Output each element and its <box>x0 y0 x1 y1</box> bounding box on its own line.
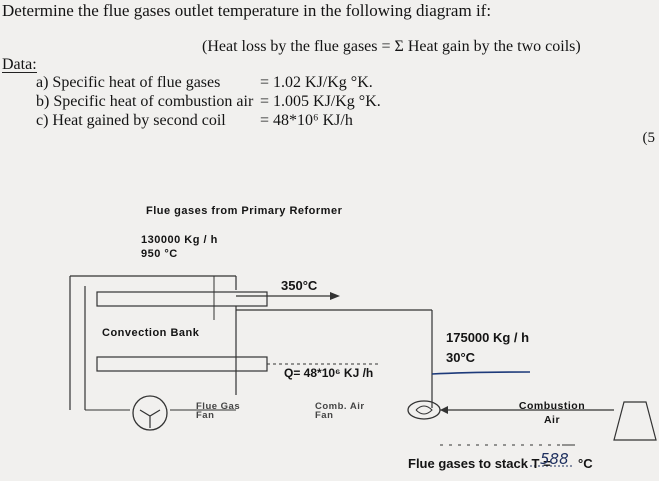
primary-coil <box>96 291 268 307</box>
after-coil-temp-label: 350°C <box>281 278 318 293</box>
question-title: Determine the flue gases outlet temperat… <box>2 1 492 20</box>
hot-outlet-arrowhead <box>330 292 340 300</box>
comb-air-fan-icon <box>407 400 441 420</box>
flue-flow-label: 130000 Kg / h <box>141 234 218 246</box>
marks-label: (5 <box>642 130 656 146</box>
data-item-label: a) Specific heat of flue gases <box>36 74 221 91</box>
air-underline <box>431 371 531 375</box>
stack-label: Flue gases to stack T = <box>408 456 551 471</box>
question-hint: (Heat loss by the flue gases = Σ Heat ga… <box>202 38 581 55</box>
combustion-air-label: Combustion Air <box>518 400 586 426</box>
second-coil-heat-label: Q= 48*10⁶ KJ /h <box>284 366 374 380</box>
flue-source-label: Flue gases from Primary Reformer <box>146 205 343 217</box>
flue-gas-fan-icon <box>132 395 168 431</box>
air-inlet-hood-icon <box>613 401 657 441</box>
convection-bank-label: Convection Bank <box>102 327 200 339</box>
air-flow-label: 175000 Kg / h <box>446 330 530 345</box>
data-item-label: c) Heat gained by second coil <box>36 112 226 129</box>
comb-fan-blades <box>415 405 433 415</box>
data-item-value: = 1.005 KJ/Kg °K. <box>260 93 381 110</box>
flue-fan-label: Flue Gas Fan <box>196 401 241 421</box>
air-temp-label: 30°C <box>446 350 476 365</box>
data-item-value: = 48*10⁶ KJ/h <box>260 112 353 129</box>
data-item-label: b) Specific heat of combustion air <box>36 93 254 110</box>
stack-answer: 588 <box>540 450 569 468</box>
data-heading: Data: <box>2 56 37 73</box>
second-coil <box>96 356 268 372</box>
comb-fan-label: Comb. Air Fan <box>315 401 365 421</box>
data-item-value: = 1.02 KJ/Kg °K. <box>260 74 373 91</box>
stack-unit: °C <box>578 456 593 471</box>
combustion-air-arrowhead <box>440 406 448 414</box>
flue-temp-label: 950 °C <box>141 248 178 260</box>
flue-fan-blades <box>139 409 161 428</box>
